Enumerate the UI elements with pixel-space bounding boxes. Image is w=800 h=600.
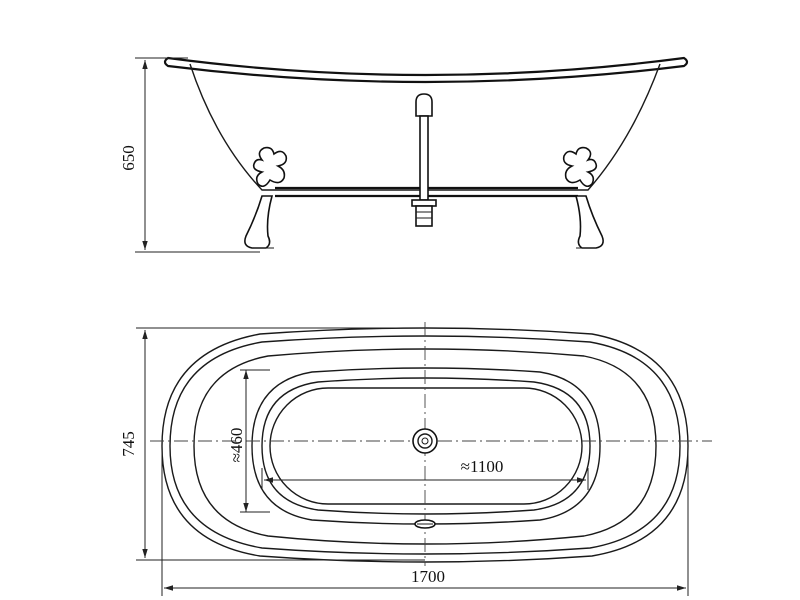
overflow: [414, 519, 436, 529]
tub-bottom-inner: [261, 377, 591, 515]
tub-outer-rim-inner-edge: [169, 335, 681, 555]
right-clawfoot: [562, 146, 604, 249]
inner-width-dimension: ≈460: [227, 369, 270, 513]
width-label: 745: [119, 431, 138, 457]
length-dimension: 1700: [161, 450, 689, 596]
side-view: 650: [119, 56, 689, 253]
drain: [412, 428, 438, 454]
left-clawfoot: [244, 146, 288, 249]
inner-length-label: ≈1100: [461, 457, 504, 476]
overflow-waste-pipe: [411, 93, 437, 227]
height-label: 650: [119, 145, 138, 171]
tub-inner-wall: [193, 348, 657, 545]
top-view: ≈460 ≈1100 745 1700: [119, 322, 712, 596]
inner-length-dimension: ≈1100: [261, 457, 589, 490]
tub-bottom-outer: [251, 367, 601, 525]
inner-width-label: ≈460: [227, 428, 246, 463]
tub-bottom-floor: [269, 387, 583, 505]
tub-rim: [163, 56, 689, 84]
width-dimension: 745: [119, 327, 425, 561]
length-label: 1700: [411, 567, 445, 586]
height-dimension: 650: [119, 57, 260, 253]
